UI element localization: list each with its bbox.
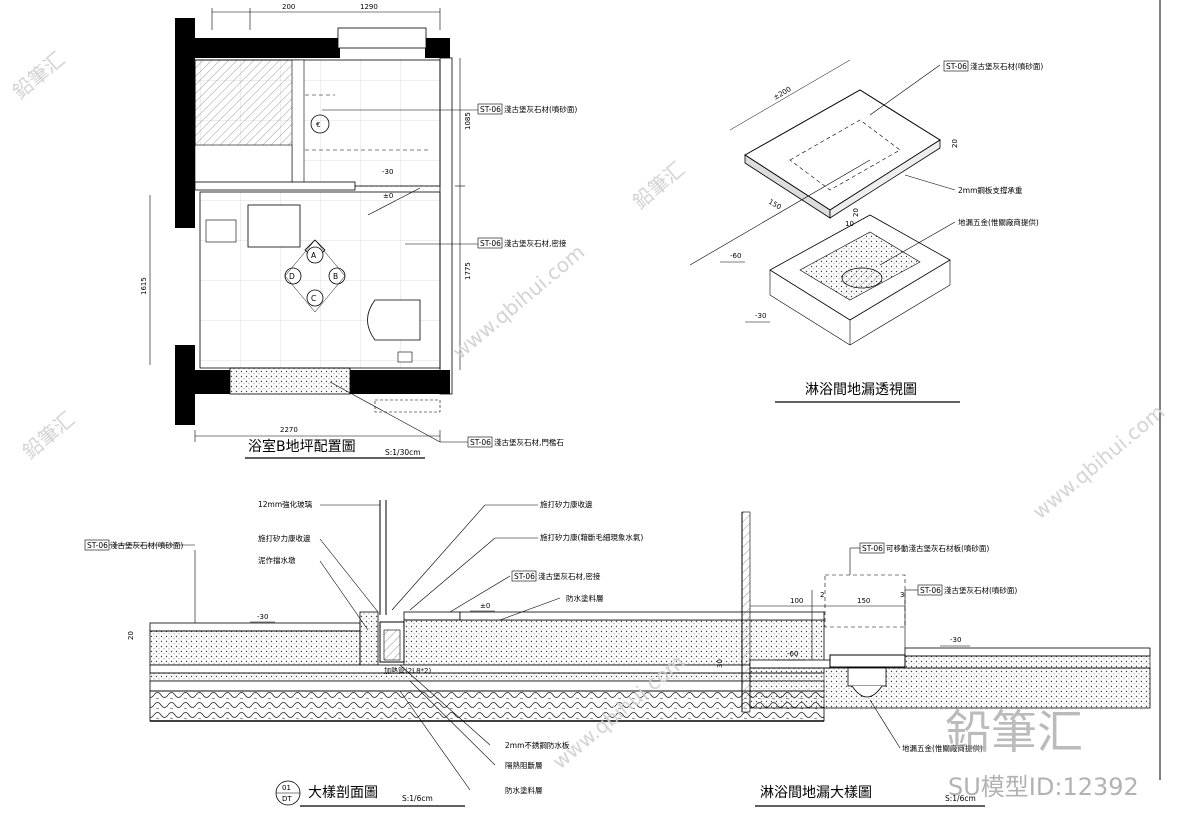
detail-dim-b: 2 (820, 591, 824, 599)
section-heat-label: 加熱管(2L8*2) (384, 666, 431, 675)
section-level-right: ±0 (480, 602, 490, 610)
section-label-silicone-3: 施打矽力康(藉斷毛細現象水氣) (540, 532, 643, 542)
toilet-icon (367, 299, 421, 341)
persp-tag-3-text: 地漏五金(惟關廠商提供) (958, 217, 1039, 227)
detail-level-a: -60 (787, 650, 798, 658)
door-marker-a: A (311, 251, 317, 260)
plan-dim-top-a: 200 (282, 3, 295, 11)
section-level-left: -30 (257, 613, 268, 621)
detail-dim-a: 100 (790, 597, 803, 605)
plan-tag-2-text: 淺古堡灰石材,密接 (504, 238, 567, 248)
persp-tag-2-text: 2mm鋼板支撐承重 (958, 185, 1023, 195)
detail-level-b: -30 (950, 636, 961, 644)
bathroom-floor-plan: 200 1290 € -30 ±0 A (140, 3, 577, 459)
detail-dim-left: 30 (716, 659, 724, 668)
detail-tag-2-code: ST-06 (920, 586, 941, 595)
section-label-curb: 泥作擋水墩 (258, 555, 296, 565)
section-label-steel: 2mm不銹鋼防水板 (505, 740, 570, 750)
detail-section: -30 ±0 20 加熱管(2L8*2) ST-06 淺古堡灰石材(噴砂面) 1… (84, 499, 825, 807)
sink-icon (247, 204, 301, 248)
section-tag-left-text: 淺古堡灰石材(噴砂面) (110, 540, 183, 550)
door-marker-b: B (333, 272, 338, 281)
threshold-stone (229, 367, 351, 395)
persp-tag-1-code: ST-06 (946, 62, 967, 71)
watermark-model-id: SU模型ID:12392 (948, 773, 1139, 801)
section-tag-right-text: 淺古堡灰石材,密接 (538, 571, 601, 581)
watermark-url-1: www.qbihui.com (448, 240, 589, 364)
section-label-waterproof-1: 防水塗料層 (566, 593, 604, 603)
section-dim-height: 20 (127, 631, 135, 640)
section-label-waterproof-2: 防水塗料層 (505, 785, 543, 795)
persp-dim-h1: 20 (951, 139, 959, 148)
section-scale: S:1/6cm (402, 794, 433, 803)
wall-left-lower (175, 345, 195, 425)
detail-drain-label: 地漏五金(惟關廠商提供) (902, 743, 983, 753)
detail-dim-d: 3 (900, 591, 904, 599)
section-tag-left-code: ST-06 (87, 541, 108, 550)
section-title: 大樣剖面圖 (308, 784, 378, 801)
detail-scale: S:1/6cm (945, 794, 976, 803)
svg-text:€: € (316, 121, 320, 129)
drain-pipe-icon (851, 685, 883, 698)
plan-dim-bottom: 2270 (280, 426, 298, 434)
section-tag-top: 01 (282, 784, 291, 792)
persp-dim-h2: 20 (852, 208, 860, 217)
section-tag-right-code: ST-06 (514, 572, 535, 581)
door-marker-c: C (311, 294, 316, 303)
watermark-brand-3: 鉛筆汇 (18, 407, 79, 464)
plan-scale: S:1/30cm (385, 448, 421, 457)
persp-tag-1-text: 淺古堡灰石材(噴砂面) (970, 61, 1043, 71)
shower-drain-icon (310, 114, 330, 134)
section-tag-bottom: DT (282, 795, 292, 803)
plan-tag-3-text: 淺古堡灰石材,門檻石 (494, 437, 564, 447)
section-label-silicone-1: 施打矽力康收邊 (258, 533, 311, 543)
persp-dim-side: 150 (767, 198, 783, 212)
plan-tag-2-code: ST-06 (480, 239, 501, 248)
detail-tag-1-code: ST-06 (862, 544, 883, 553)
plan-dim-left: 1615 (140, 277, 148, 295)
plan-tag-3-code: ST-06 (470, 438, 491, 447)
detail-title: 淋浴間地漏大樣圖 (760, 784, 872, 801)
wall-left-upper (175, 18, 195, 228)
section-label-glass: 12mm強化玻璃 (258, 499, 313, 509)
door-markers: A B C D (284, 239, 346, 313)
main-floor (199, 191, 441, 369)
plan-tag-1-text: 淺古堡灰石材(噴砂面) (504, 104, 577, 114)
persp-level-a: -60 (730, 252, 741, 260)
plan-dim-right-a: 1085 (464, 112, 472, 130)
section-label-insulation: 隔熱阻斷層 (505, 760, 543, 770)
wall-bottom-right (350, 370, 450, 394)
watermark-url-3: www.qbihui.com (1028, 400, 1169, 524)
persp-level-b: -30 (755, 312, 766, 320)
watermark-brand-large: 鉛筆汇 (945, 705, 1083, 759)
plan-level-a: -30 (382, 168, 393, 176)
watermark-brand-1: 鉛筆汇 (8, 47, 69, 104)
detail-tag-1-text: 可移動淺古堡灰石材板(噴砂面) (886, 543, 989, 553)
detail-dim-c: 150 (857, 597, 870, 605)
door-marker-d: D (289, 272, 295, 281)
plan-tag-1-code: ST-06 (480, 105, 501, 114)
drain-perspective: ±200 150 20 20 10 -60 -30 ST-06 淺古堡灰石材(噴… (689, 59, 1043, 403)
wall-top (195, 38, 340, 58)
watermark-brand-2: 鉛筆汇 (628, 157, 689, 214)
plan-title: 浴室B地坪配置圖 (248, 438, 356, 455)
persp-title: 淋浴間地漏透視圖 (805, 382, 917, 398)
drain-detail: ST-06 可移動淺古堡灰石材板(噴砂面) ST-06 淺古堡灰石材(噴砂面) … (716, 511, 1151, 807)
section-label-silicone-2: 施打矽力康收邊 (540, 499, 593, 509)
detail-tag-2-text: 淺古堡灰石材(噴砂面) (944, 585, 1017, 595)
plan-dim-top-b: 1290 (360, 3, 378, 11)
persp-dim-h3: 10 (845, 220, 854, 228)
drain-grate-icon (841, 267, 883, 289)
plan-dim-right-b: 1775 (464, 262, 472, 280)
